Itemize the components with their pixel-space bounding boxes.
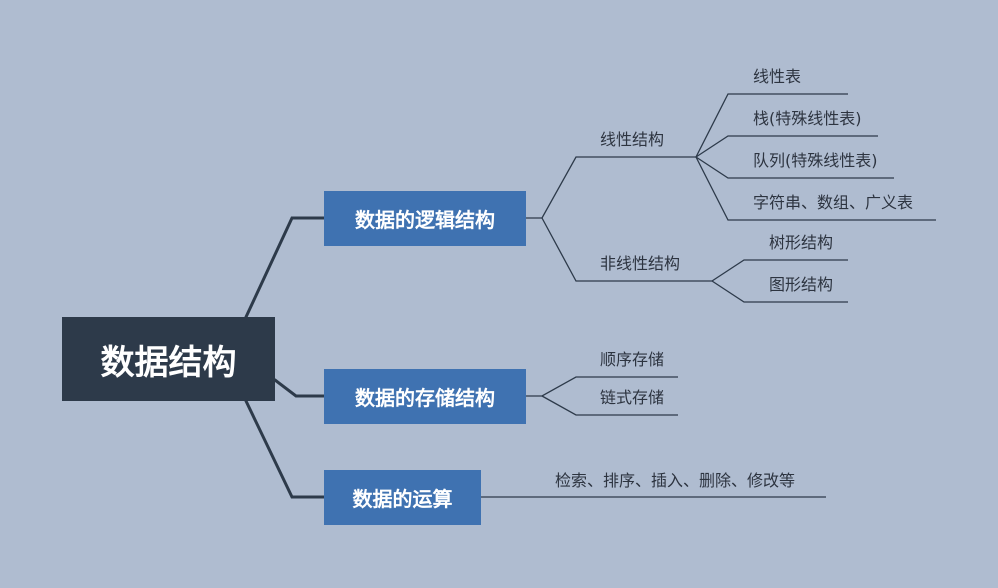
branch-operations[interactable]: 数据的运算 bbox=[324, 470, 481, 525]
branch-storage-label: 数据的存储结构 bbox=[355, 386, 495, 410]
link-logic-linear bbox=[526, 156, 696, 219]
leaf-linked-storage[interactable]: 链式存储 bbox=[600, 388, 665, 407]
leaf-operations-list[interactable]: 检索、排序、插入、删除、修改等 bbox=[555, 471, 796, 490]
branch-logic-structure[interactable]: 数据的逻辑结构 bbox=[324, 191, 526, 246]
root-node[interactable]: 数据结构 bbox=[62, 317, 275, 401]
leaf-string-array[interactable]: 字符串、数组、广义表 bbox=[753, 193, 914, 212]
leaf-sequential-storage[interactable]: 顺序存储 bbox=[600, 350, 665, 369]
link-storage-1 bbox=[526, 376, 678, 397]
leaf-graph-structure[interactable]: 图形结构 bbox=[769, 275, 834, 294]
link-linear-2 bbox=[695, 135, 878, 158]
sub-linear-structure[interactable]: 线性结构 bbox=[600, 130, 665, 149]
link-nonlinear-1 bbox=[711, 259, 848, 282]
link-nonlinear-2 bbox=[711, 280, 848, 303]
link-root-storage bbox=[273, 378, 326, 398]
link-root-ops bbox=[244, 399, 326, 499]
link-logic-nonlinear bbox=[541, 217, 712, 282]
sub-nonlinear-structure[interactable]: 非线性结构 bbox=[600, 254, 681, 273]
leaf-linear-list[interactable]: 线性表 bbox=[753, 67, 802, 86]
link-linear-4 bbox=[695, 156, 936, 221]
branch-logic-label: 数据的逻辑结构 bbox=[355, 208, 495, 232]
leaf-stack[interactable]: 栈(特殊线性表) bbox=[753, 109, 862, 128]
root-label: 数据结构 bbox=[100, 342, 237, 383]
link-linear-3 bbox=[695, 156, 894, 179]
leaf-tree-structure[interactable]: 树形结构 bbox=[769, 233, 834, 252]
link-linear-1 bbox=[695, 93, 848, 158]
leaf-queue[interactable]: 队列(特殊线性表) bbox=[753, 151, 878, 170]
branch-ops-label: 数据的运算 bbox=[352, 487, 453, 511]
branch-storage-structure[interactable]: 数据的存储结构 bbox=[324, 369, 526, 424]
link-root-logic bbox=[244, 216, 326, 319]
link-storage-2 bbox=[541, 395, 678, 416]
